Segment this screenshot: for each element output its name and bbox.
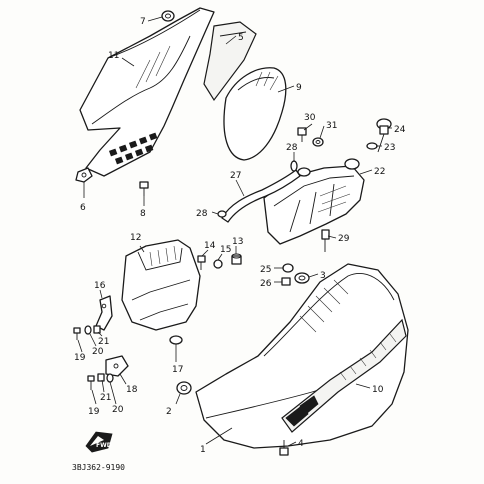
- callout-labels: 7 5 11 9 6 8 30 31 24 23 22 28 28 27 29 …: [74, 17, 406, 455]
- callout-15: 15: [220, 245, 231, 255]
- callout-2: 2: [166, 407, 172, 417]
- callout-24: 24: [394, 125, 406, 135]
- callout-26: 26: [260, 279, 272, 289]
- clamp-28: [217, 160, 298, 218]
- grommet-7: [161, 10, 175, 22]
- stay-16: [95, 295, 113, 331]
- bolt-14: [197, 255, 206, 270]
- callout-28-lower: 28: [196, 209, 208, 219]
- front-arrow-badge: FWD: [85, 431, 113, 453]
- washer-20-lower: [106, 373, 114, 383]
- callout-20-lower: 20: [112, 405, 124, 415]
- callout-29: 29: [338, 234, 350, 244]
- callout-18: 18: [126, 385, 138, 395]
- leader-lines: [77, 16, 392, 447]
- grommet-2: [176, 381, 192, 395]
- callout-12: 12: [130, 233, 141, 243]
- callout-11: 11: [108, 51, 119, 61]
- bracket-18: [105, 355, 129, 377]
- oil-tank-22: [263, 158, 365, 245]
- emblem-10: [281, 318, 407, 433]
- number-plate-9: [223, 67, 287, 161]
- callout-14: 14: [204, 241, 216, 251]
- callout-10: 10: [372, 385, 384, 395]
- callout-30: 30: [304, 113, 316, 123]
- callout-7: 7: [140, 17, 146, 27]
- filler-cap-24: [376, 118, 392, 153]
- callout-1: 1: [200, 445, 206, 455]
- callout-17: 17: [172, 365, 183, 375]
- oring-23: [366, 142, 378, 150]
- upper-side-cover: [79, 7, 257, 177]
- hose-27: [221, 169, 301, 223]
- bolt-29: [321, 229, 330, 252]
- callout-9: 9: [296, 83, 302, 93]
- callout-16: 16: [94, 281, 106, 291]
- screw-4: [279, 440, 289, 456]
- callout-21-upper: 21: [98, 337, 109, 347]
- nut-21-upper: [93, 325, 101, 334]
- diagram-reference-code: 3BJ362-9190: [72, 463, 125, 472]
- callout-4: 4: [298, 439, 304, 449]
- callout-19-upper: 19: [74, 353, 86, 363]
- screw-19-upper: [73, 327, 81, 340]
- callout-5: 5: [238, 33, 244, 43]
- callout-19-lower: 19: [88, 407, 100, 417]
- cover-vents: [108, 132, 158, 165]
- grommet-17: [169, 335, 183, 345]
- damper-25: [282, 263, 294, 273]
- collar-13: [231, 253, 242, 265]
- bolt-30: [297, 127, 307, 142]
- bracket-12: [121, 239, 201, 331]
- callout-13: 13: [232, 237, 243, 247]
- callout-20-upper: 20: [92, 347, 104, 357]
- nut-21-lower: [97, 373, 105, 382]
- damper-15: [213, 259, 223, 269]
- callout-3: 3: [320, 271, 326, 281]
- screw-19-lower: [87, 375, 95, 390]
- nut-6: [75, 167, 93, 183]
- callout-23: 23: [384, 143, 395, 153]
- washer-20-upper: [84, 325, 92, 335]
- callout-8: 8: [140, 209, 146, 219]
- collar-26: [281, 277, 291, 286]
- callout-27: 27: [230, 171, 241, 181]
- screw-8: [139, 181, 149, 196]
- callout-28-upper: 28: [286, 143, 298, 153]
- callout-22: 22: [374, 167, 385, 177]
- front-badge-label: FWD: [96, 442, 112, 449]
- washer-31: [312, 137, 324, 147]
- grommet-3: [294, 272, 310, 284]
- callout-21-lower: 21: [100, 393, 111, 403]
- callout-6: 6: [80, 203, 86, 213]
- callout-25: 25: [260, 265, 271, 275]
- callout-31: 31: [326, 121, 337, 131]
